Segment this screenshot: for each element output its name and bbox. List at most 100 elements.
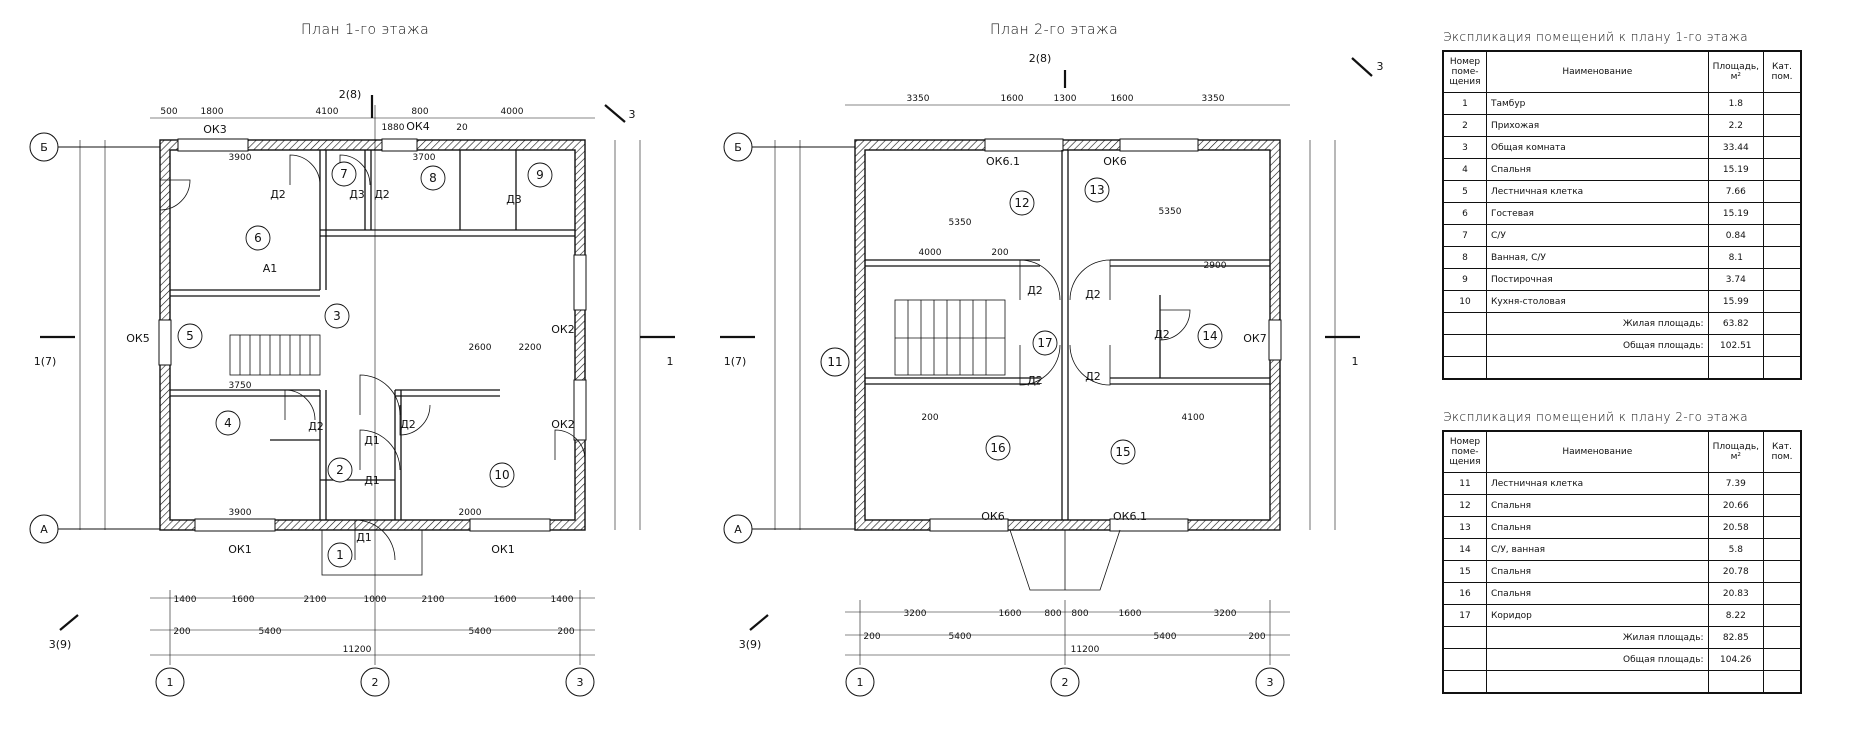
axis-1-label-2: 1 [857, 676, 864, 689]
door-d2-label: Д2 [1154, 328, 1170, 341]
dim: 11200 [343, 645, 372, 655]
table1-title: Экспликация помещений к плану 1-го этажа [1443, 30, 1749, 44]
room-number: 13 [1089, 183, 1104, 197]
dim: 5400 [1154, 632, 1177, 642]
dim: 1880 [382, 123, 405, 133]
dim: 1600 [1119, 609, 1142, 619]
header-name: Наименование [1486, 50, 1709, 93]
dim: 800 [1071, 609, 1088, 619]
door-d1-label: Д1 [364, 474, 380, 487]
section-2-top-2: 2(8) [1029, 52, 1052, 65]
dim: 5400 [259, 627, 282, 637]
table2-title: Экспликация помещений к плану 2-го этажа [1443, 410, 1749, 424]
section-3-bot-2: 3(9) [739, 638, 762, 651]
dim: 200 [991, 248, 1008, 258]
dim: 3900 [229, 153, 252, 163]
dim: 5400 [469, 627, 492, 637]
opening-ok1-b: ОК1 [491, 543, 514, 556]
room-number: 1 [336, 548, 344, 562]
door-d2-label: Д2 [1027, 284, 1043, 297]
room-number: 12 [1014, 196, 1029, 210]
dim: 3200 [904, 609, 927, 619]
dim: 1600 [999, 609, 1022, 619]
dim: 4000 [919, 248, 942, 258]
door-d2-label: Д2 [1085, 288, 1101, 301]
room-number: 3 [333, 309, 341, 323]
dim: 1600 [494, 595, 517, 605]
door-d1-label: Д1 [356, 531, 372, 544]
dim: 5400 [949, 632, 972, 642]
dim: 3700 [413, 153, 436, 163]
door-d2-label: Д2 [270, 188, 286, 201]
dim: 2100 [422, 595, 445, 605]
dim: 1600 [232, 595, 255, 605]
dim: 20 [456, 123, 468, 133]
dim: 200 [557, 627, 574, 637]
dims1-top: 500 1800 4100 800 4000 1880 20 [160, 107, 523, 133]
room-number: 11 [827, 355, 842, 369]
axis-1-label-1: 1 [167, 676, 174, 689]
axis-2-label-2: 2 [1062, 676, 1069, 689]
door-d1-label: Д1 [364, 434, 380, 447]
opening-ok2-b: ОК2 [551, 418, 574, 431]
dim: 2000 [459, 508, 482, 518]
section-1-left-2: 1(7) [724, 355, 747, 368]
dim: 2200 [519, 343, 542, 353]
total-area-row: Общая площадь:102.51 [1442, 334, 1802, 357]
room-number: 4 [224, 416, 232, 430]
section-3-bot-1: 3(9) [49, 638, 72, 651]
dims2-top: 3350 1600 1300 1600 3350 [907, 94, 1225, 104]
plan2-title: План 2-го этажа [990, 22, 1119, 38]
opening-ok7: ОК7 [1243, 332, 1266, 345]
dim: 3350 [907, 94, 930, 104]
door-d2-label: Д2 [1085, 370, 1101, 383]
opening-ok6-1-b: ОК6.1 [1113, 510, 1147, 523]
door-d2-label: Д2 [374, 188, 390, 201]
room-number: 5 [186, 329, 194, 343]
dims2-bottom: 3200 1600 800 800 1600 3200 200 5400 540… [863, 609, 1265, 655]
opening-ok2-a: ОК2 [551, 323, 574, 336]
dim: 800 [411, 107, 428, 117]
section-1-right-2: 1 [1352, 355, 1359, 368]
dim: 1600 [1111, 94, 1134, 104]
dim: 2600 [469, 343, 492, 353]
dim: 3750 [229, 381, 252, 391]
axis-a-label-2: А [734, 523, 742, 536]
room-number: 7 [340, 167, 348, 181]
room-number: 16 [990, 441, 1005, 455]
room-number: 9 [536, 168, 544, 182]
axis-3-label-1: 3 [577, 676, 584, 689]
header-area: Площадь, м² [1707, 430, 1765, 473]
header-name: Наименование [1486, 430, 1709, 473]
opening-ok6-a: ОК6 [1103, 155, 1126, 168]
header-room-number: Номер поме- щения [1442, 50, 1487, 93]
section-3-top-1: 3 [629, 108, 636, 121]
header-room-number: Номер поме- щения [1442, 430, 1487, 473]
opening-ok4: ОК4 [406, 120, 429, 133]
opening-ok3: ОК3 [203, 123, 226, 136]
section-3-top-2: 3 [1377, 60, 1384, 73]
room-schedule-floor2: Номер поме- щения Наименование Площадь, … [1442, 430, 1802, 694]
door-d2-label: Д2 [1027, 374, 1043, 387]
axis-b-label-2: Б [734, 141, 742, 154]
axis-3-label-2: 3 [1267, 676, 1274, 689]
section-2-top-1: 2(8) [339, 88, 362, 101]
room-number: 15 [1115, 445, 1130, 459]
header-category: Кат. пом. [1763, 50, 1802, 93]
room-schedule-floor1: Номер поме- щения Наименование Площадь, … [1442, 50, 1802, 380]
total-area-row: Общая площадь:104.26 [1442, 648, 1802, 671]
dim: 1400 [174, 595, 197, 605]
dims-inner-plan2: 5350 5350 4000 200 2900 200 4100 3900 37… [229, 153, 1227, 518]
axis-2-label-1: 2 [372, 676, 379, 689]
header-category: Кат. пом. [1763, 430, 1802, 473]
